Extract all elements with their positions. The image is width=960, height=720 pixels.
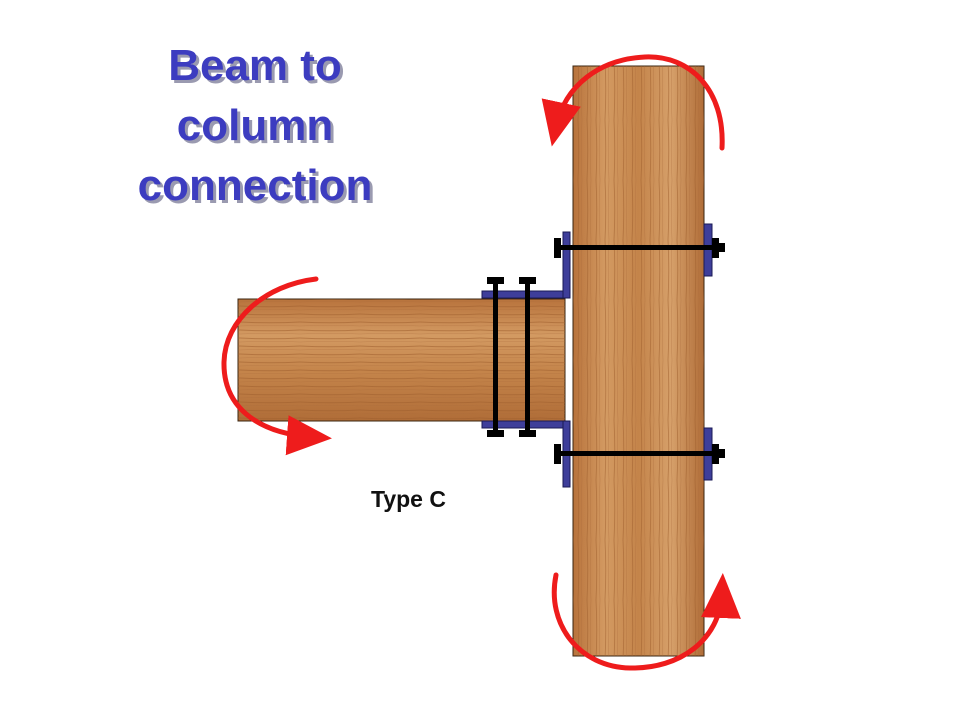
beam [237, 298, 566, 422]
type-label: Type C [371, 486, 446, 512]
title-line-2: column [176, 101, 334, 150]
title-line-3: connection [137, 161, 373, 210]
moment-arrow-left-icon [221, 276, 332, 456]
column-bolt-bottom [554, 444, 725, 464]
beam-bolt-right [519, 277, 536, 437]
beam-bolt-left [487, 277, 504, 437]
slide-title: Beam to column connection [90, 36, 420, 216]
moment-arrow-bottom-icon [551, 572, 741, 671]
title-line-1: Beam to [168, 41, 342, 90]
column [572, 65, 705, 657]
column-bolt-top [554, 238, 725, 258]
moment-arrow-top-icon [541, 54, 725, 151]
